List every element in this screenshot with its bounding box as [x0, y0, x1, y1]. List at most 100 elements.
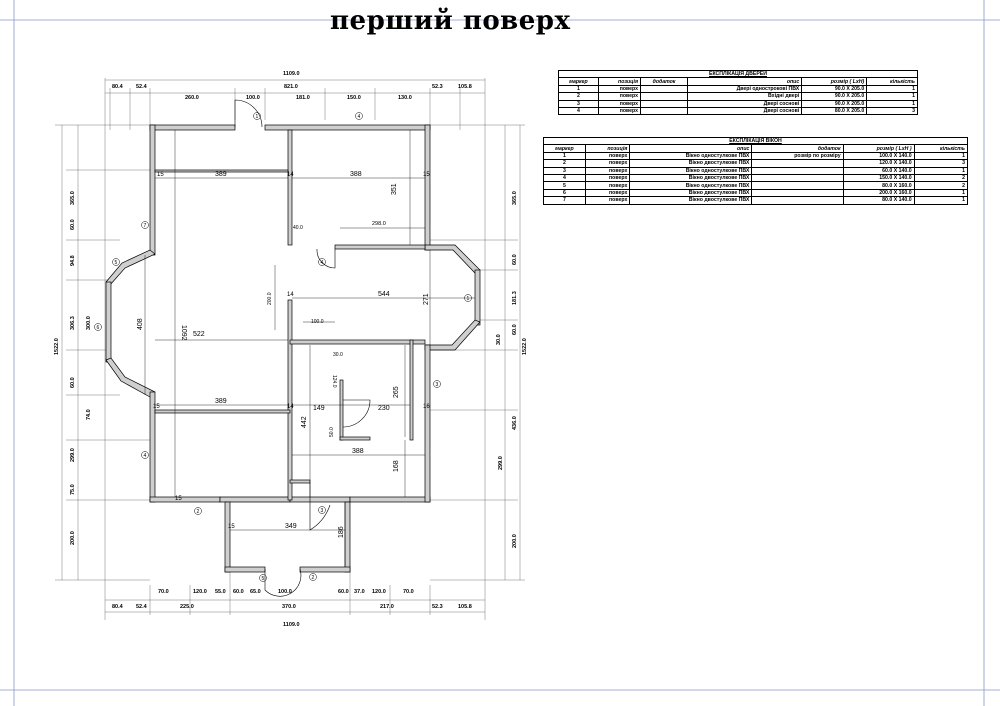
- dim-bottom-1: 52.4: [136, 604, 148, 610]
- dim-left-9: 200.0: [70, 531, 76, 545]
- dim-bottom-3: 70.0: [158, 589, 169, 595]
- dim-left-0: 365.0: [70, 191, 76, 205]
- dim-top-3: 100.0: [246, 95, 260, 101]
- door-marker-3: 3: [321, 508, 324, 514]
- doors-schedule-table: ЕКСПЛІКАЦІЯ ДВЕРЕЙ маркер позиція додато…: [558, 69, 918, 116]
- door-marker-4: 4: [321, 260, 324, 266]
- dim-388-bot: 388: [352, 448, 364, 455]
- dim-left-7: 299.0: [70, 448, 76, 462]
- dim-top-1: 52.4: [136, 84, 148, 90]
- window-marker-1: 1: [467, 296, 470, 302]
- dimension-labels: 1109.0 1109.0 1522.0 1522.0 80.4 52.4 26…: [54, 71, 528, 628]
- wall-16: 16: [423, 404, 430, 410]
- floor-plan: [55, 78, 525, 620]
- dim-right-7: 200.0: [512, 534, 518, 548]
- dim-right-3: 60.0: [512, 324, 518, 335]
- dim-168: 168: [393, 460, 400, 472]
- dim-124: 124.0: [331, 375, 337, 388]
- wall-14-b: 14: [287, 292, 294, 298]
- dim-overall-height-left: 1522.0: [54, 338, 60, 355]
- wall-15-e: 15: [228, 524, 235, 530]
- dim-overall-width-bottom: 1109.0: [283, 622, 300, 628]
- wall-15-d: 15: [175, 496, 182, 502]
- dim-top-5: 181.0: [296, 95, 310, 101]
- dim-544: 544: [378, 291, 390, 298]
- wall-14-c: 14: [287, 404, 294, 410]
- dim-271: 271: [423, 293, 430, 305]
- dim-149: 149: [313, 405, 325, 412]
- window-marker-3: 3: [436, 382, 439, 388]
- dim-top-4: 821.0: [284, 84, 298, 90]
- extension-lines: [55, 78, 525, 620]
- dim-left-5: 60.0: [70, 377, 76, 388]
- dim-top-8: 52.3: [432, 84, 443, 90]
- dim-389-top: 389: [215, 171, 227, 178]
- markers: 1 2 3 4 1 2 3 4 4 5 5 6 7: [94, 112, 472, 582]
- dim-298: 298.0: [372, 221, 386, 227]
- dim-442: 442: [301, 416, 308, 428]
- dim-right-4: 30.0: [496, 334, 502, 345]
- doors: [234, 99, 371, 597]
- windows-schedule-table: ЕКСПЛІКАЦІЯ ВІКОН маркер позиція опис до…: [543, 136, 969, 205]
- dim-bottom-6: 60.0: [233, 589, 244, 595]
- dim-100: 100.0: [311, 319, 324, 325]
- dim-351: 351: [391, 183, 398, 195]
- dim-left-1: 60.0: [70, 219, 76, 230]
- dim-left-8: 75.0: [70, 484, 76, 495]
- page-title: перший поверх: [330, 6, 571, 36]
- door-marker-1: 1: [256, 114, 259, 120]
- dim-1092: 1092: [180, 325, 187, 341]
- windows-table-caption: ЕКСПЛІКАЦІЯ ВІКОН: [543, 136, 968, 146]
- dim-bottom-4: 120.0: [193, 589, 207, 595]
- wall-15-b: 15: [423, 172, 430, 178]
- window-marker-7: 7: [144, 223, 147, 229]
- dim-bottom-11: 120.0: [372, 589, 386, 595]
- dim-top-9: 105.8: [458, 84, 472, 90]
- dim-bottom-14: 52.3: [432, 604, 443, 610]
- dim-186: 186: [338, 526, 345, 538]
- doors-table-caption: ЕКСПЛІКАЦІЯ ДВЕРЕЙ: [558, 69, 918, 79]
- dim-bottom-9: 60.0: [338, 589, 349, 595]
- dim-50: 50.0: [329, 427, 335, 437]
- dim-right-2: 181.3: [512, 291, 518, 305]
- window-marker-5: 5: [262, 576, 265, 582]
- interior-dimensions: [144, 130, 475, 567]
- dim-top-2: 260.0: [185, 95, 199, 101]
- dim-top-7: 130.0: [398, 95, 412, 101]
- dim-left-4: 300.0: [86, 316, 92, 330]
- dim-bottom-0: 80.4: [112, 604, 124, 610]
- room-dimension-labels: 389 388 351 298.0 1092 408 522 544 271 3…: [137, 171, 430, 538]
- dim-overall-height-right: 1522.0: [522, 338, 528, 355]
- dim-40: 40.0: [293, 225, 303, 231]
- dim-bottom-15: 105.8: [458, 604, 472, 610]
- dim-bottom-7: 65.0: [250, 589, 261, 595]
- dim-right-0: 365.0: [512, 191, 518, 205]
- dim-30: 30.0: [333, 352, 343, 358]
- dim-bottom-8: 100.0: [278, 589, 292, 595]
- dim-top-6: 150.0: [347, 95, 361, 101]
- dim-left-3: 306.3: [70, 316, 76, 330]
- window-marker-4: 4: [358, 114, 361, 120]
- dim-bottom-13: 217.0: [380, 604, 394, 610]
- window-marker-4b: 4: [144, 453, 147, 459]
- dim-230: 230: [378, 405, 390, 412]
- dim-200: 200.0: [267, 292, 273, 305]
- dim-389-mid: 389: [215, 398, 227, 405]
- dim-bottom-2: 225.0: [180, 604, 194, 610]
- windows-table-header: маркер позиція опис додаток розмір ( LxH…: [543, 144, 969, 153]
- dim-408: 408: [137, 318, 144, 330]
- doors-table-header: маркер позиція додаток опис розмір ( LxH…: [558, 77, 918, 86]
- wall-15-c: 15: [153, 404, 160, 410]
- window-marker-6: 6: [97, 325, 100, 331]
